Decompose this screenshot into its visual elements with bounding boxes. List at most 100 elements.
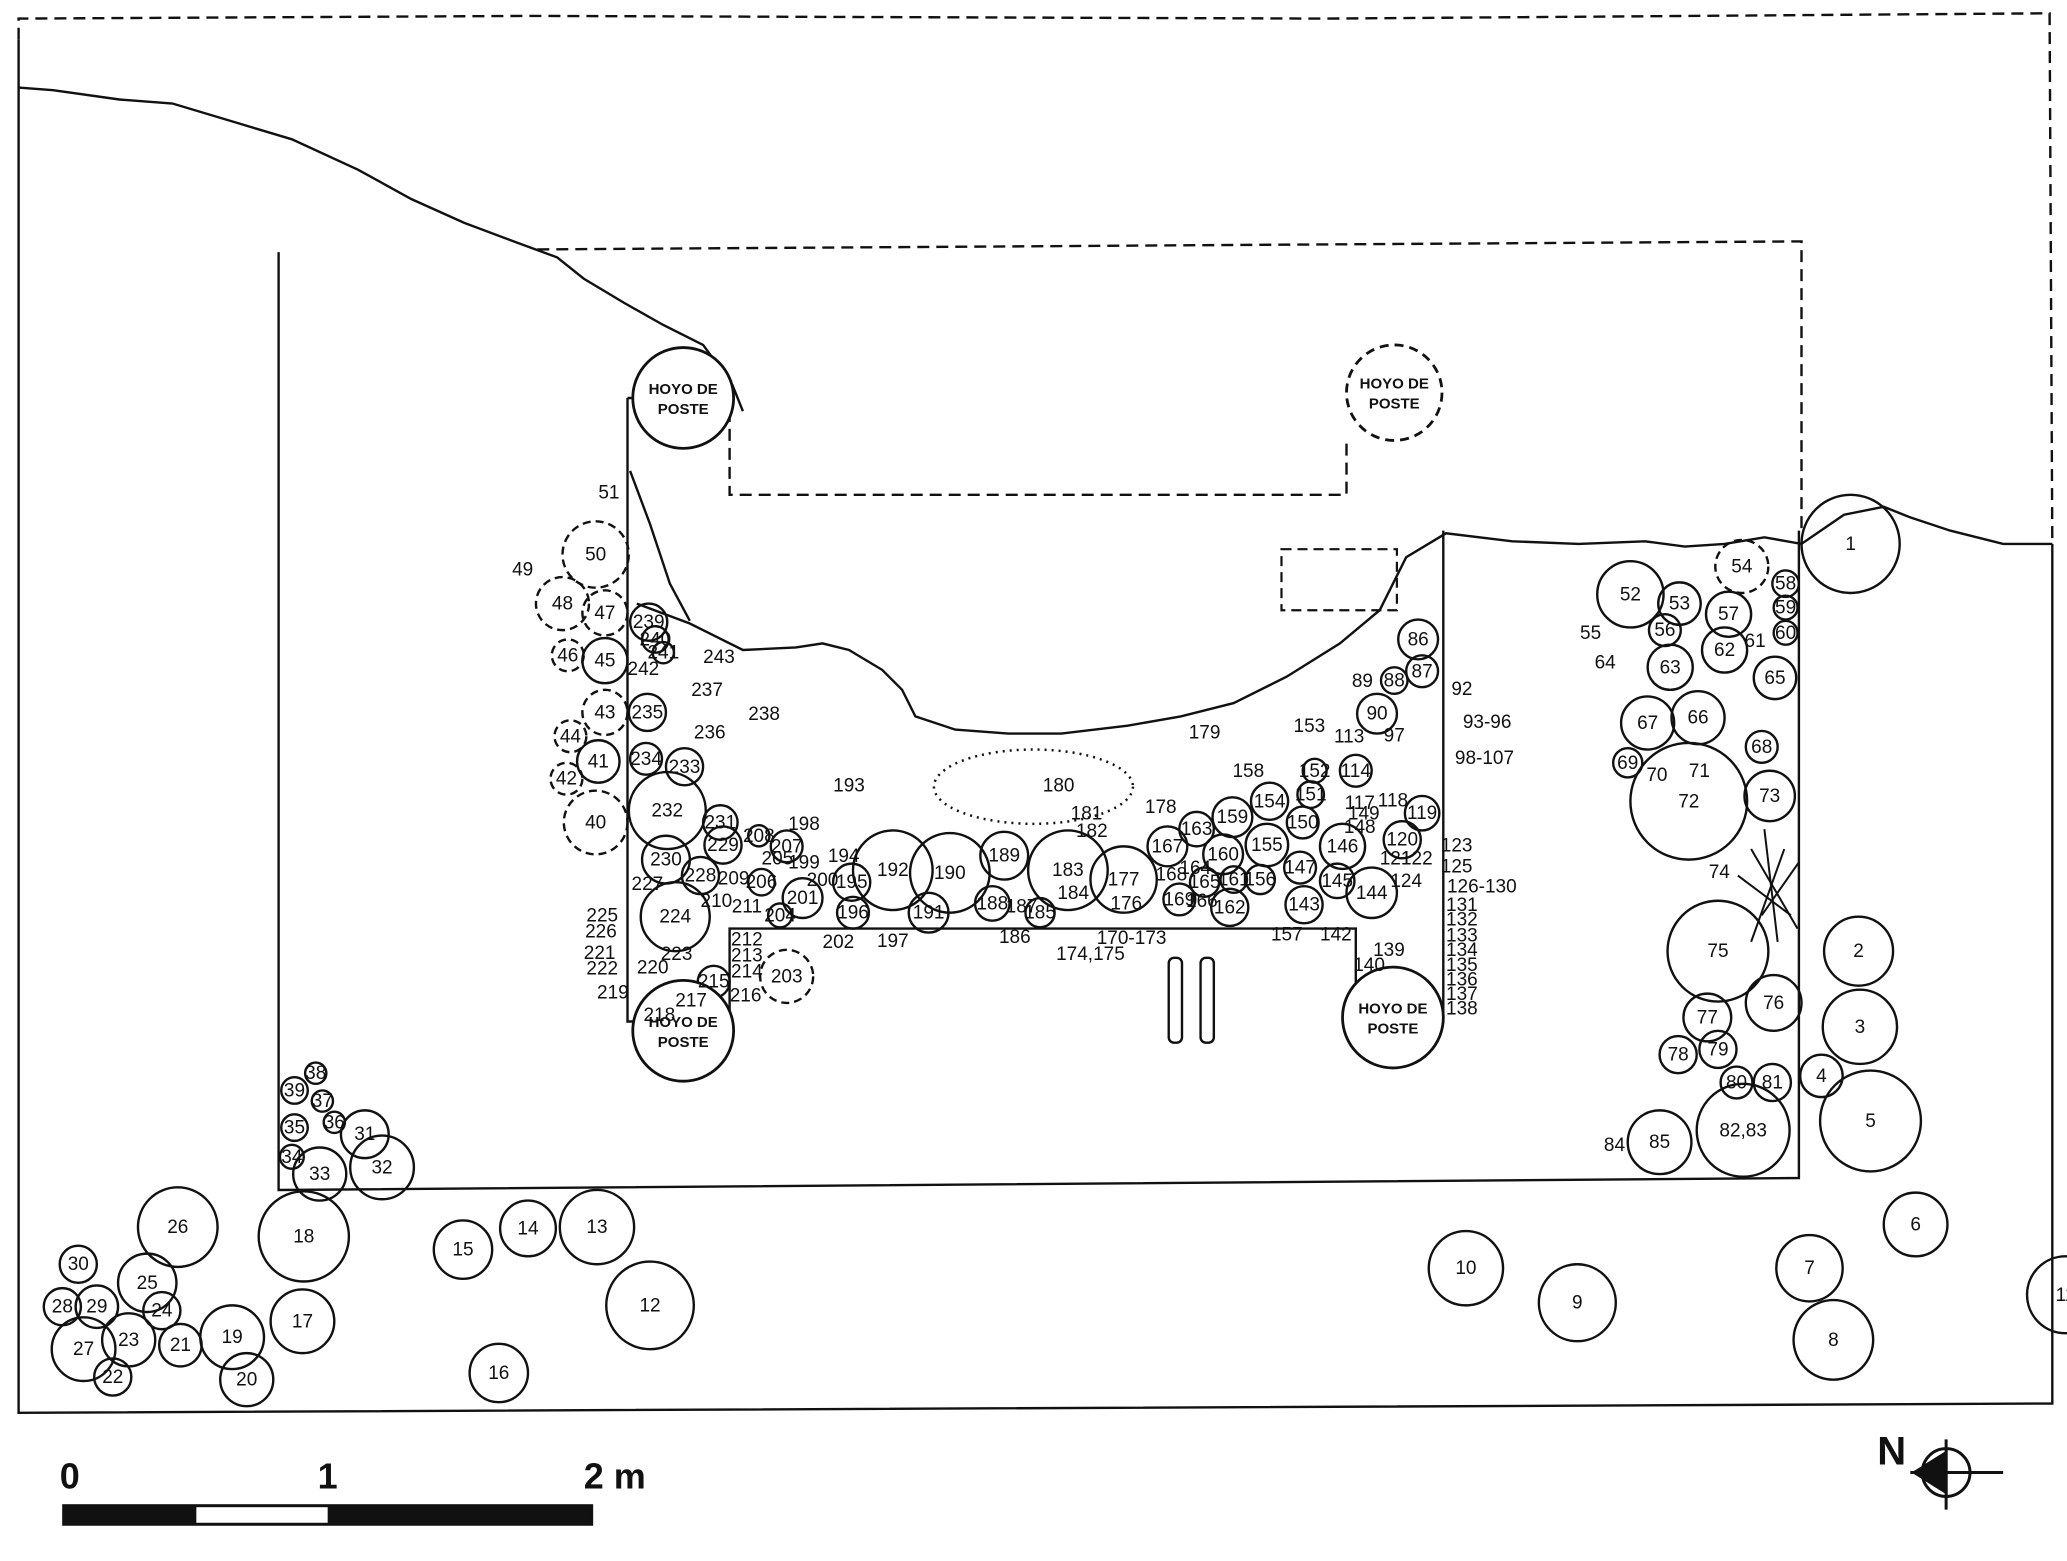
vessel-label: 197 <box>877 931 909 952</box>
vessel-label: 8 <box>1828 1330 1839 1351</box>
vessel-label: 163 <box>1181 819 1213 840</box>
vessel-192 <box>851 829 934 912</box>
vessel-label: 38 <box>305 1063 326 1084</box>
vessel-50 <box>561 520 631 589</box>
vessel-label: 158 <box>1232 761 1264 782</box>
vessel-label: 185 <box>1024 903 1056 924</box>
post-hole-label: POSTE <box>1368 1021 1419 1038</box>
vessel-label: 7 <box>1804 1258 1815 1279</box>
vessel-78 <box>1658 1034 1698 1075</box>
vessel-16 <box>468 1342 530 1404</box>
vessel-label: 41 <box>588 751 609 772</box>
vessel-156 <box>1244 863 1277 896</box>
post-hole-label: POSTE <box>658 401 709 418</box>
vessel-23 <box>100 1312 157 1368</box>
vessel-label: 71 <box>1689 761 1710 782</box>
vessel-86 <box>1397 618 1440 661</box>
vessel-40 <box>562 789 629 856</box>
vessel-label: 29 <box>86 1297 107 1318</box>
vessel-label: 119 <box>1407 803 1437 824</box>
vessel-30 <box>58 1244 99 1285</box>
vessel-label: 31 <box>354 1124 375 1145</box>
vessel-label: 57 <box>1718 604 1739 625</box>
post-hole-3 <box>631 978 736 1083</box>
vessel-label: 170-173 <box>1097 928 1167 949</box>
vessel-label: 217 <box>675 991 707 1012</box>
vessel-label: 200 <box>807 870 839 891</box>
vessel-207 <box>769 829 804 864</box>
vessel-label: 137 <box>1446 984 1478 1005</box>
vessel-label: 50 <box>585 545 606 566</box>
vessel-27 <box>50 1316 117 1383</box>
vessel-label: 201 <box>787 888 819 909</box>
vessel-31 <box>339 1109 390 1160</box>
outer-boundary-dashed <box>17 12 2054 544</box>
vessel-label: 73 <box>1759 786 1780 807</box>
vessel-206 <box>747 867 776 897</box>
vessel-162 <box>1209 887 1250 928</box>
vessel-18 <box>257 1190 351 1283</box>
vessel-120 <box>1382 819 1422 860</box>
vessel-label: 43 <box>594 702 615 723</box>
vessel-21 <box>157 1322 203 1368</box>
vessel-label: 176 <box>1110 894 1142 915</box>
vessel-label: 180 <box>1043 776 1075 797</box>
vessel-label: 44 <box>560 726 582 747</box>
post-hole-label: POSTE <box>658 1034 709 1051</box>
vessel-label: 5 <box>1865 1111 1876 1132</box>
vessel-label: 55 <box>1580 623 1601 644</box>
vessel-label: 61 <box>1745 631 1766 652</box>
vessel-label: 11 <box>2056 1285 2067 1306</box>
vessel-14 <box>498 1199 558 1258</box>
vessel-190 <box>908 831 991 914</box>
vessel-68 <box>1744 729 1779 764</box>
vessel-label: 122 <box>1401 849 1433 870</box>
vessel-label: 213 <box>731 945 763 966</box>
vessel-88 <box>1379 666 1409 696</box>
vessel-label: 224 <box>659 907 691 928</box>
vessel-85 <box>1626 1109 1693 1176</box>
vessel-label: 90 <box>1366 704 1387 725</box>
scale-bar-segment <box>63 1505 197 1525</box>
vessel-191 <box>907 891 950 934</box>
vessel-82-83 <box>1695 1082 1791 1178</box>
vessel-label: 3 <box>1855 1017 1866 1038</box>
vessel-label: 220 <box>637 957 669 978</box>
vessel-label: 162 <box>1214 897 1246 918</box>
vessel-203 <box>758 948 815 1005</box>
vessel-label: 243 <box>703 647 735 668</box>
vessel-label: 81 <box>1762 1073 1783 1094</box>
vessel-label: 9 <box>1572 1293 1583 1314</box>
vessel-73 <box>1743 769 1797 823</box>
vessel-9 <box>1537 1263 1617 1343</box>
vessel-label: 26 <box>167 1217 188 1238</box>
vessel-label: 88 <box>1384 671 1405 692</box>
vessel-160 <box>1202 833 1245 876</box>
vessel-label: 223 <box>661 944 693 965</box>
vessel-label: 47 <box>594 603 615 624</box>
vessel-label: 33 <box>309 1164 330 1185</box>
vessel-label: 21 <box>170 1335 191 1356</box>
vessel-44 <box>553 719 588 754</box>
vessel-label: 30 <box>68 1254 89 1275</box>
vessel-239 <box>628 602 669 642</box>
vessel-90 <box>1355 692 1399 735</box>
vessel-label: 181 <box>1071 804 1103 825</box>
vessel-label: 52 <box>1620 584 1641 605</box>
post-hole-4 <box>1341 965 1445 1070</box>
vessel-label: 192 <box>877 860 909 881</box>
vessel-label: 118 <box>1378 790 1408 811</box>
vessel-label: 67 <box>1637 713 1658 734</box>
vessel-26 <box>136 1186 219 1269</box>
vessel-13 <box>558 1188 636 1266</box>
vessel-label: 222 <box>586 959 618 980</box>
vessel-label: 75 <box>1707 941 1728 962</box>
trench-boundary-dashed <box>537 240 1803 531</box>
vessel-label: 125 <box>1441 857 1473 878</box>
vessel-label: 62 <box>1714 640 1735 661</box>
vessel-label: 10 <box>1455 1258 1476 1279</box>
vessel-label: 80 <box>1726 1073 1747 1094</box>
vessel-label: 59 <box>1775 598 1796 619</box>
platform-dashed <box>627 396 1348 496</box>
vessel-label: 84 <box>1604 1135 1626 1156</box>
